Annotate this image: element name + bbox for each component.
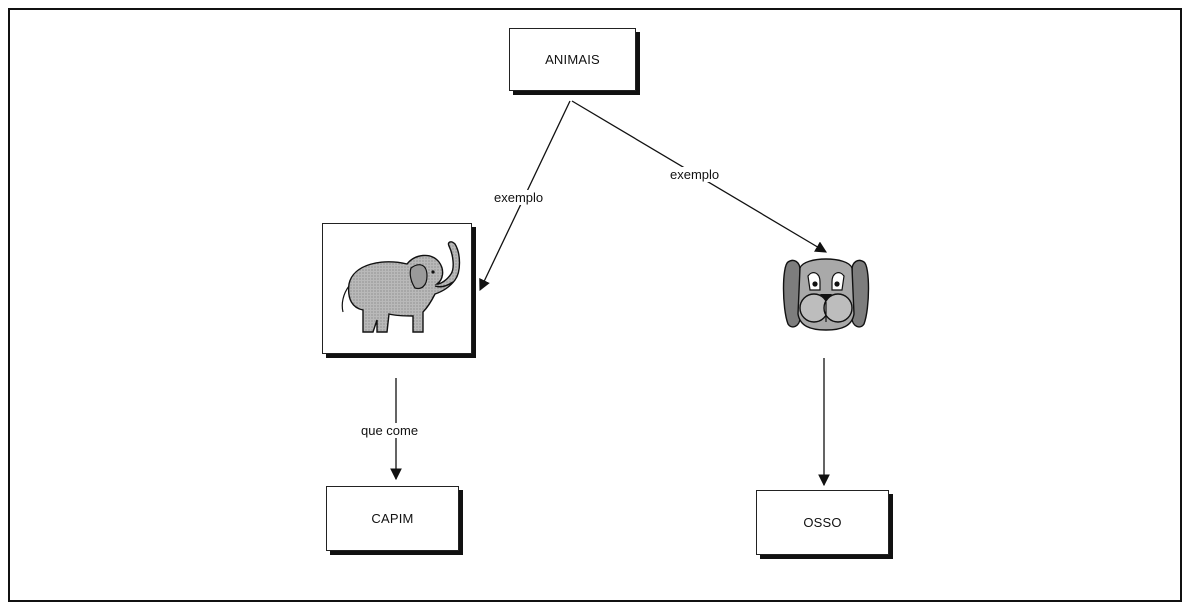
link-label-exemplo-left: exemplo <box>492 190 546 205</box>
node-osso[interactable]: OSSO <box>756 490 889 555</box>
dog-node[interactable] <box>782 250 870 336</box>
node-animais[interactable]: ANIMAIS <box>509 28 636 91</box>
link-label-que-come: que come <box>359 423 421 438</box>
node-capim-label: CAPIM <box>371 511 414 526</box>
node-animais-label: ANIMAIS <box>545 52 600 67</box>
diagram-frame <box>8 8 1182 602</box>
elephant-node[interactable] <box>322 223 472 354</box>
node-osso-label: OSSO <box>803 515 842 530</box>
node-capim[interactable]: CAPIM <box>326 486 459 551</box>
dog-icon <box>782 258 870 331</box>
elephant-icon <box>341 241 461 333</box>
link-label-exemplo-right: exemplo <box>668 167 722 182</box>
